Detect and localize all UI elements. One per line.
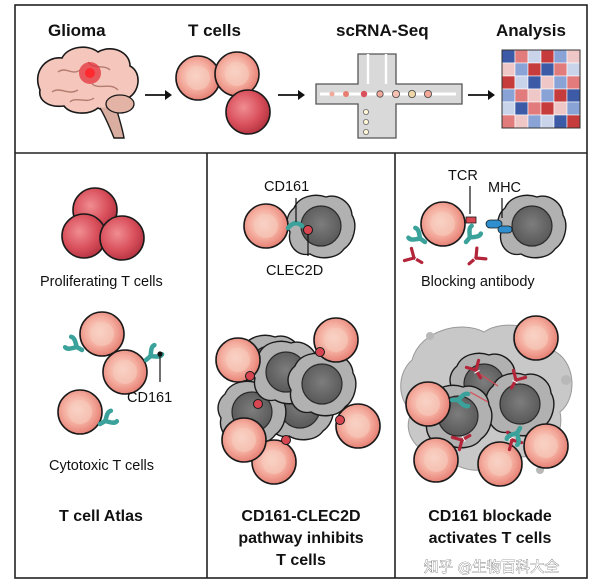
- heatmap-cell: [566, 49, 581, 64]
- heatmap-cell: [514, 101, 529, 116]
- tcell-tumor-interaction: [243, 194, 356, 259]
- heatmap-frame: [501, 49, 581, 129]
- heatmap-cell: [501, 88, 516, 103]
- microfluidic-chip-illustration: [315, 53, 463, 139]
- brain-illustration: [37, 46, 139, 139]
- heatmap-cell: [501, 62, 516, 77]
- heatmap-cell: [540, 49, 555, 64]
- blockade-interaction: [402, 186, 567, 271]
- heatmap-cell: [553, 75, 568, 90]
- heatmap-cell: [514, 88, 529, 103]
- proliferating-cells-illustration: [61, 187, 145, 261]
- heatmap-cell: [566, 101, 581, 116]
- heatmap-cell: [501, 49, 516, 64]
- heatmap-cell: [566, 75, 581, 90]
- panel-pathway: CD161 CLEC2D CD161-CLEC2: [215, 179, 381, 569]
- heatmap-cell: [527, 114, 542, 129]
- heatmap-cell: [514, 75, 529, 90]
- step-glioma-label: Glioma: [48, 21, 106, 40]
- heatmap-cell: [501, 75, 516, 90]
- heatmap-cell: [527, 75, 542, 90]
- panel-atlas: Proliferating T cells CD161 Cytotoxic T …: [40, 187, 172, 525]
- pathway-cd161-label: CD161: [264, 179, 309, 195]
- heatmap-cell: [540, 101, 555, 116]
- tcr-label: TCR: [448, 168, 478, 184]
- heatmap-cell: [553, 88, 568, 103]
- proliferating-label: Proliferating T cells: [40, 274, 163, 290]
- heatmap-cell: [527, 101, 542, 116]
- heatmap-cell: [540, 75, 555, 90]
- pathway-title-line-1: CD161-CLEC2D: [241, 508, 360, 525]
- heatmap-cell: [527, 88, 542, 103]
- dying-tumor-cluster-illustration: [400, 315, 573, 487]
- heatmap-cell: [501, 114, 516, 129]
- blockade-title-line-2: activates T cells: [429, 530, 552, 547]
- outer-frame: [14, 4, 588, 579]
- heatmap-cell: [566, 62, 581, 77]
- heatmap-cell: [540, 62, 555, 77]
- antibody-label: Blocking antibody: [421, 274, 535, 290]
- heatmap-cell: [527, 62, 542, 77]
- cd161-cells-illustration: [65, 311, 163, 395]
- pathway-title-line-2: pathway inhibits: [238, 530, 363, 547]
- heatmap-cell: [540, 114, 555, 129]
- panel-blockade: TCR MHC Blocking antibody: [400, 168, 573, 547]
- heatmap-cell: [553, 101, 568, 116]
- heatmap-cell: [566, 88, 581, 103]
- tumor-cluster-illustration: [215, 317, 381, 485]
- heatmap-cell: [514, 49, 529, 64]
- heatmap-cell: [553, 114, 568, 129]
- cytotoxic-label: Cytotoxic T cells: [49, 458, 154, 474]
- heatmap-cell: [514, 62, 529, 77]
- pipeline: Glioma T cells scRNA-Seq Analysis: [37, 21, 581, 139]
- heatmap-cell: [540, 88, 555, 103]
- t-cells-illustration: [175, 51, 271, 135]
- heatmap-cell: [501, 101, 516, 116]
- atlas-title: T cell Atlas: [59, 508, 143, 525]
- cytotoxic-cell-illustration: [57, 389, 117, 435]
- heatmap-cell: [553, 62, 568, 77]
- pathway-title-line-3: T cells: [276, 552, 326, 569]
- clec2d-label: CLEC2D: [266, 263, 323, 279]
- step-scrnaseq-label: scRNA-Seq: [336, 21, 429, 40]
- blockade-title-line-1: CD161 blockade: [428, 508, 552, 525]
- step-tcells-label: T cells: [188, 21, 241, 40]
- mhc-label: MHC: [488, 180, 521, 196]
- watermark: 知乎 @生物百科大全: [424, 558, 560, 576]
- heatmap-cell: [553, 49, 568, 64]
- analysis-heatmap: [501, 49, 581, 129]
- atlas-cd161-label: CD161: [127, 390, 172, 406]
- step-analysis-label: Analysis: [496, 21, 566, 40]
- heatmap-cell: [566, 114, 581, 129]
- heatmap-cell: [514, 114, 529, 129]
- heatmap-cell: [527, 49, 542, 64]
